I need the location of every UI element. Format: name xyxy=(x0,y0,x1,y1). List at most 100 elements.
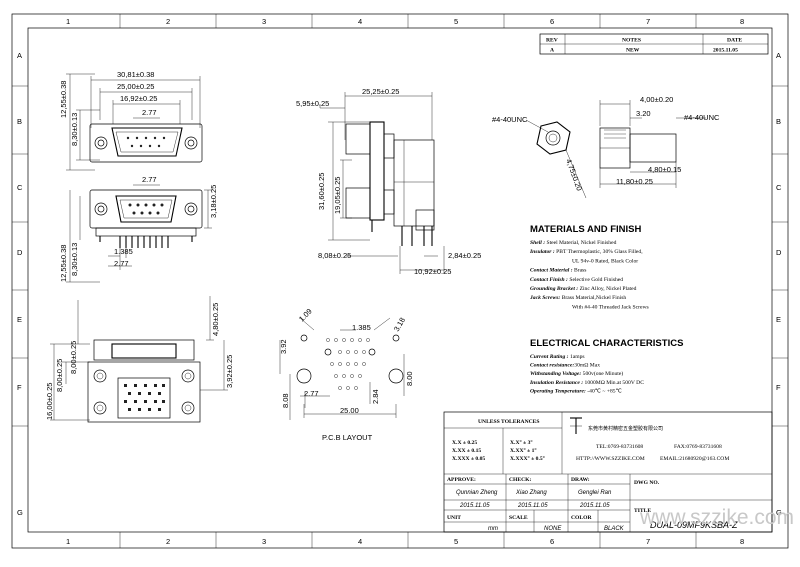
materials-line-label: Insulator : xyxy=(529,249,555,255)
dim-shell-width: 25,00±0.25 xyxy=(117,82,154,91)
dim-pcb-pitch: 1.385 xyxy=(352,323,371,332)
col-number-5-bottom: 5 xyxy=(454,537,458,546)
dim-pitch-mid: 2.77 xyxy=(142,175,157,184)
col-number-8-bottom: 8 xyxy=(740,537,744,546)
materials-line-label: Contact Finish : xyxy=(530,277,568,283)
dim-mid-height: 19,05±0.25 xyxy=(333,177,342,214)
electrical-line-value: 500v(one Minute) xyxy=(581,370,623,377)
materials-line-value: With #4-40 Threaded Jack Screws xyxy=(572,304,649,310)
materials-line: Jack Screws: Brass Material,Nickel Finis… xyxy=(529,295,626,301)
col-number-6-bottom: 6 xyxy=(550,537,554,546)
draw-date: 2015.11.05 xyxy=(579,503,610,509)
tol-angle-3: X.XXX° ± 0.5° xyxy=(510,455,545,462)
dim-offset: 3,18±0.25 xyxy=(209,185,218,218)
dim-pcb-left-height: 3.92 xyxy=(279,339,288,354)
dim-hex: 4,75±0.20 xyxy=(564,158,584,192)
unit-label: UNIT xyxy=(447,515,461,521)
dim-pin-pitch: 1.385 xyxy=(114,247,133,256)
dim-pcb-width: 25.00 xyxy=(340,406,359,415)
dim-bottom-right-height: 3,92±0.25 xyxy=(225,355,234,388)
row-letter-c: C xyxy=(17,183,23,192)
col-number-7: 7 xyxy=(646,17,650,26)
dim-pin-offset: 2,84±0.25 xyxy=(448,251,481,260)
electrical-line-label: Current Rating : xyxy=(530,354,569,360)
electrical-line-value: 30mΩ Max xyxy=(574,363,600,369)
materials-line: Contact Finish : Selective Gold Finished xyxy=(530,277,623,283)
jack-screw-detail: #4-40UNC 4,75±0.20 4,00±0.20 3.20 #4-40U… xyxy=(492,95,720,199)
date-value: 2015.11.05 xyxy=(713,48,738,54)
electrical-line: Contact resistance:30mΩ Max xyxy=(530,363,600,369)
company-tel: TEL:0769-83731608 xyxy=(596,444,643,450)
materials-line-value: Selective Gold Finished xyxy=(568,277,623,283)
pcb-layout: 1.09 3.18 1.385 3.92 8.00 8.08 2.77 2.84… xyxy=(279,307,414,442)
materials-line-value: PBT Thermoplastic, 30% Glass Filled, xyxy=(555,249,643,255)
materials-title: MATERIALS AND FINISH xyxy=(530,224,641,235)
dim-head-length: 4,00±0.20 xyxy=(640,95,673,104)
approve-date: 2015.11.05 xyxy=(459,503,490,509)
electrical-line-label: Insulation Resistance : xyxy=(529,380,583,386)
materials-line-label: Grounding Bracket : xyxy=(530,286,578,292)
materials-line-value: UL 94v-0 Rated, Black Color xyxy=(572,258,638,264)
tol-linear-2: X.XX ± 0.15 xyxy=(452,448,481,454)
row-letter-e: E xyxy=(17,315,22,324)
company-fax: FAX:0769-83731608 xyxy=(674,444,722,450)
electrical-title: ELECTRICAL CHARACTERISTICS xyxy=(530,338,683,349)
scale-label: SCALE xyxy=(509,515,528,521)
materials-line-value: Brass xyxy=(573,268,587,274)
row-letter-g-right: G xyxy=(776,508,782,517)
dim-top-depth: 5,95±0.25 xyxy=(296,99,329,108)
unit-value: mm xyxy=(488,526,498,532)
thread-label-right: #4-40UNC xyxy=(684,113,720,122)
row-letter-f: F xyxy=(17,383,22,392)
company-name: 东莞市黄村精密五金塑胶有限公司 xyxy=(588,425,663,432)
approve-name: Qunnian Zheng xyxy=(456,490,498,496)
dim-side-width: 25,25±0.25 xyxy=(362,87,399,96)
materials-line: Grounding Bracket : Zinc Alloy, Nickel P… xyxy=(530,286,637,292)
dim-bottom-offset: 8,00±0.25 xyxy=(69,341,78,374)
materials-line: Shell : Steel Material, Nickel Finished xyxy=(530,240,617,246)
electrical-line-value: 1000MΩ Min.at 500V DC xyxy=(583,380,644,386)
dim-pitch-top: 2.77 xyxy=(142,108,157,117)
materials-line: UL 94v-0 Rated, Black Color xyxy=(572,258,638,264)
electrical-line: Withstanding Voltage: 500v(one Minute) xyxy=(530,370,623,377)
dim-shank: 3.20 xyxy=(636,109,651,118)
dim-inner-width: 16,92±0.25 xyxy=(120,94,157,103)
watermark: www.szzike.com xyxy=(639,506,794,529)
col-number-1-bottom: 1 xyxy=(66,537,70,546)
rev-header: REV xyxy=(546,38,558,44)
color-value: BLACK xyxy=(604,526,625,532)
materials-line-value: Brass Material,Nickel Finish xyxy=(560,295,626,301)
company-logo xyxy=(570,417,582,434)
tol-angle-2: X.XX° ± 1° xyxy=(510,447,537,454)
dim-bottom-height: 16,00±0.25 xyxy=(45,383,54,420)
electrical-line: Insulation Resistance : 1000MΩ Min.at 50… xyxy=(529,380,644,386)
row-letter-d: D xyxy=(17,248,23,257)
electrical-line-value: 1amps xyxy=(569,354,585,360)
dim-total-length: 11,80±0.25 xyxy=(616,177,653,186)
materials-line-label: Contact Material : xyxy=(530,268,573,274)
materials-line-label: Jack Screws: xyxy=(529,295,560,301)
electrical-line-label: Withstanding Voltage: xyxy=(530,371,581,377)
dim-pin-span: 10,92±0.25 xyxy=(414,267,451,276)
company-email: EMAIL:21680920@163.COM xyxy=(660,456,729,462)
col-number-1: 1 xyxy=(66,17,70,26)
check-name: Xiao Zhang xyxy=(515,490,547,496)
dim-pcb-left-low: 8.08 xyxy=(281,393,290,408)
dim-pcb-mid: 2.77 xyxy=(304,389,319,398)
dim-side-bottom: 8,08±0.25 xyxy=(318,251,351,260)
electrical-section: ELECTRICAL CHARACTERISTICS Current Ratin… xyxy=(529,338,683,394)
row-letter-d-right: D xyxy=(776,248,782,257)
notes-header: NOTES xyxy=(622,38,641,44)
dim-pin-row-pitch: 2.77 xyxy=(114,259,129,268)
materials-line: Insulator : PBT Thermoplastic, 30% Glass… xyxy=(529,249,643,255)
col-number-3-bottom: 3 xyxy=(262,537,266,546)
row-letter-b: B xyxy=(17,117,22,126)
dim-body-length: 4,80±0.15 xyxy=(648,165,681,174)
col-number-3: 3 xyxy=(262,17,266,26)
row-letter-f-right: F xyxy=(776,383,781,392)
check-label: CHECK: xyxy=(509,477,532,483)
col-number-4: 4 xyxy=(358,17,362,26)
pcb-caption: P.C.B LAYOUT xyxy=(322,433,373,442)
dim-pcb-mid-v: 2.84 xyxy=(371,389,380,404)
